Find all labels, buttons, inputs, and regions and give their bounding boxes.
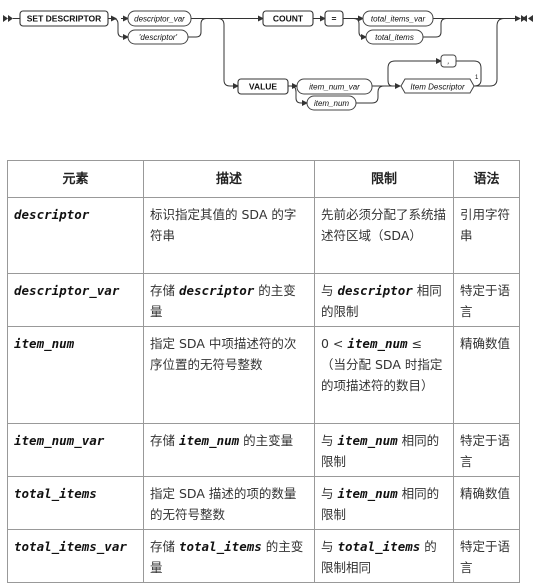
element-name: descriptor	[14, 207, 90, 222]
loop-separator: ,	[440, 54, 457, 68]
description-pre: 存储	[150, 283, 179, 298]
syntax-cell: 精确数值	[453, 326, 520, 424]
variable-item-num-var: item_num_var	[296, 78, 373, 95]
header-syntax: 语法	[453, 160, 520, 198]
restriction-post: 相同的限制	[321, 283, 442, 319]
restriction-post: 相同的限制	[321, 486, 440, 522]
syntax-diagram: SET DESCRIPTOR descriptor_var 'descripto…	[3, 10, 533, 111]
description-pre: 存储	[150, 433, 179, 448]
restriction-cell: 与 item_num 相同的限制	[314, 476, 454, 530]
header-description: 描述	[143, 160, 315, 198]
element-name: total_items_var	[14, 539, 127, 554]
description-post: 的主变量	[150, 283, 296, 319]
keyword-count: COUNT	[262, 10, 314, 27]
keyword-equals: =	[324, 10, 344, 27]
description-post: 的主变量	[239, 433, 294, 448]
description-cell: 标识指定其值的 SDA 的字符串	[143, 197, 315, 274]
description-cell: 存储 total_items 的主变量	[143, 529, 315, 583]
restriction-post: 相同的限制	[321, 433, 440, 469]
restriction-cell: 与 descriptor 相同的限制	[314, 273, 454, 327]
restriction-post: ≤ （当分配 SDA 时指定的项描述符的数目）	[321, 336, 443, 393]
table-row: total_items 指定 SDA 描述的项的数量的无符号整数 与 item_…	[7, 476, 520, 530]
description-cell: 存储 item_num 的主变量	[143, 423, 315, 477]
element-cell: total_items_var	[7, 529, 144, 583]
element-cell: total_items	[7, 476, 144, 530]
syntax-cell: 特定于语言	[453, 529, 520, 583]
restriction-cell: 先前必须分配了系统描述符区域（SDA）	[314, 197, 454, 274]
element-cell: descriptor_var	[7, 273, 144, 327]
reference-item-descriptor: Item Descriptor 1	[400, 75, 479, 94]
restriction-term: item_num	[337, 486, 398, 501]
diagram-end-marker	[521, 15, 533, 22]
syntax-cell: 引用字符串	[453, 197, 520, 274]
syntax-elements-table: 元素 描述 限制 语法 descriptor 标识指定其值的 SDA 的字符串 …	[7, 160, 520, 583]
svg-text:1: 1	[475, 75, 479, 81]
svg-text:SET DESCRIPTOR: SET DESCRIPTOR	[27, 14, 101, 24]
svg-text:COUNT: COUNT	[273, 14, 304, 24]
description-cell: 存储 descriptor 的主变量	[143, 273, 315, 327]
svg-text:total_items_var: total_items_var	[371, 15, 426, 24]
description-cell: 指定 SDA 描述的项的数量的无符号整数	[143, 476, 315, 530]
restriction-pre: 与	[321, 539, 338, 554]
svg-text:Item Descriptor: Item Descriptor	[410, 83, 465, 92]
restriction-term: total_items	[337, 539, 421, 554]
restriction-term: item_num	[337, 433, 398, 448]
svg-text:=: =	[332, 14, 337, 24]
element-cell: item_num_var	[7, 423, 144, 477]
restriction-term: item_num	[347, 336, 408, 351]
syntax-cell: 特定于语言	[453, 273, 520, 327]
element-cell: item_num	[7, 326, 144, 424]
table-row: item_num 指定 SDA 中项描述符的次序位置的无符号整数 0 < ite…	[7, 326, 520, 424]
description-cell: 指定 SDA 中项描述符的次序位置的无符号整数	[143, 326, 315, 424]
restriction-cell: 0 < item_num ≤ （当分配 SDA 时指定的项描述符的数目）	[314, 326, 454, 424]
restriction-pre: 与	[321, 433, 338, 448]
svg-text:total_items: total_items	[375, 33, 414, 42]
literal-descriptor: 'descriptor'	[127, 29, 189, 45]
table-row: descriptor 标识指定其值的 SDA 的字符串 先前必须分配了系统描述符…	[7, 197, 520, 274]
element-name: total_items	[14, 486, 97, 501]
element-name: item_num	[14, 336, 75, 351]
header-restriction: 限制	[314, 160, 454, 198]
svg-text:,: ,	[447, 57, 449, 66]
restriction-cell: 与 item_num 相同的限制	[314, 423, 454, 477]
restriction-pre: 与	[321, 283, 338, 298]
table-row: total_items_var 存储 total_items 的主变量 与 to…	[7, 529, 520, 583]
restriction-pre: 与	[321, 486, 338, 501]
keyword-value: VALUE	[237, 78, 289, 95]
table-row: item_num_var 存储 item_num 的主变量 与 item_num…	[7, 423, 520, 477]
restriction-cell: 与 total_items 的限制相同	[314, 529, 454, 583]
table-header-row: 元素 描述 限制 语法	[7, 160, 520, 198]
restriction-pre: 0 <	[321, 336, 348, 351]
element-name: item_num_var	[14, 433, 105, 448]
svg-text:VALUE: VALUE	[249, 82, 278, 92]
variable-total-items-var: total_items_var	[362, 10, 434, 27]
element-name: descriptor_var	[14, 283, 120, 298]
description-term: item_num	[178, 433, 240, 448]
description-term: total_items	[178, 539, 262, 554]
element-cell: descriptor	[7, 197, 144, 274]
description-term: descriptor	[178, 283, 255, 298]
keyword-set-descriptor: SET DESCRIPTOR	[19, 10, 109, 27]
description-post: 的主变量	[150, 539, 304, 575]
svg-text:'descriptor': 'descriptor'	[139, 33, 178, 42]
svg-text:descriptor_var: descriptor_var	[134, 15, 185, 24]
variable-descriptor-var: descriptor_var	[127, 10, 192, 27]
variable-total-items: total_items	[365, 29, 424, 45]
variable-item-num: item_num	[306, 95, 357, 111]
syntax-cell: 精确数值	[453, 476, 520, 530]
syntax-cell: 特定于语言	[453, 423, 520, 477]
restriction-post: 的限制相同	[321, 539, 437, 575]
description-pre: 存储	[150, 539, 179, 554]
svg-text:item_num_var: item_num_var	[309, 83, 360, 92]
table-row: descriptor_var 存储 descriptor 的主变量 与 desc…	[7, 273, 520, 327]
header-element: 元素	[7, 160, 144, 198]
restriction-term: descriptor	[337, 283, 413, 298]
diagram-start-marker	[3, 15, 13, 22]
svg-text:item_num: item_num	[314, 99, 349, 108]
